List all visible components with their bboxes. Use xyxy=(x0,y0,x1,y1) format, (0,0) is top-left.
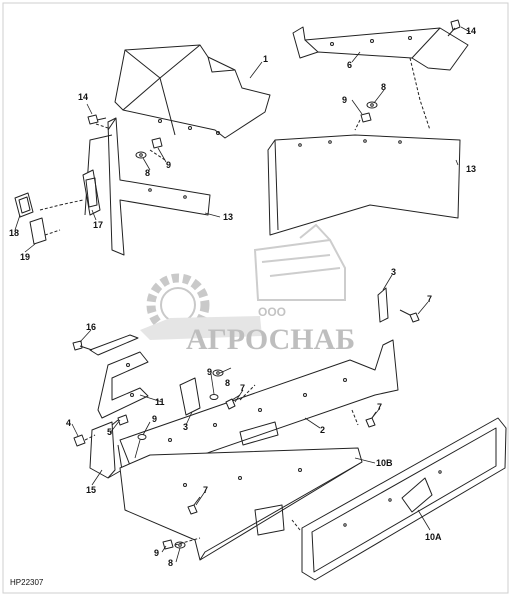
callout-7-middle: 7 xyxy=(240,383,245,393)
fastener-9-top xyxy=(360,112,372,123)
watermark: ООО АГРОСНАБ xyxy=(140,223,355,356)
part-13-rear-panel xyxy=(267,134,461,236)
callout-6: 6 xyxy=(347,60,352,70)
fastener-8-mid xyxy=(212,369,224,377)
callout-11: 11 xyxy=(155,397,165,407)
callout-3-middle: 3 xyxy=(183,422,188,432)
watermark-gear-icon xyxy=(146,273,210,337)
callout-14-left: 14 xyxy=(78,92,88,102)
fastener-9-left xyxy=(151,137,163,149)
fastener-14-top xyxy=(447,19,461,37)
part-19-plate xyxy=(29,217,47,245)
fastener-5 xyxy=(111,414,129,426)
callout-18: 18 xyxy=(9,228,19,238)
part-18-plate xyxy=(14,192,34,218)
fastener-8-left xyxy=(135,151,147,159)
callout-7-right: 7 xyxy=(427,294,432,304)
part-3-bracket-middle xyxy=(179,377,201,416)
part-11-frame xyxy=(97,351,149,419)
callout-9-bottom: 9 xyxy=(154,548,159,558)
leader-lines xyxy=(14,26,471,563)
fastener-9-left-lower xyxy=(137,434,147,440)
callout-2: 2 xyxy=(320,425,325,435)
fastener-9-mid xyxy=(209,394,219,400)
callout-10b: 10B xyxy=(376,458,393,468)
callout-8-left: 8 xyxy=(145,168,150,178)
callout-8-top: 8 xyxy=(381,82,386,92)
callout-8-middle: 8 xyxy=(225,378,230,388)
callout-13-left: 13 xyxy=(223,212,233,222)
callout-9-top: 9 xyxy=(342,95,347,105)
callout-7-bottom: 7 xyxy=(203,485,208,495)
callout-4: 4 xyxy=(66,418,71,428)
callout-9-middle: 9 xyxy=(207,367,212,377)
callout-16: 16 xyxy=(86,322,96,332)
figure-id: HP22307 xyxy=(10,578,44,587)
callout-9-lower: 9 xyxy=(152,414,157,424)
fastener-7-mid xyxy=(225,394,241,410)
callout-13-right: 13 xyxy=(466,164,476,174)
part-1-hood xyxy=(114,44,271,139)
part-2-rail xyxy=(119,339,399,479)
callout-17: 17 xyxy=(93,220,103,230)
callout-3-upper: 3 xyxy=(391,267,396,277)
callout-15: 15 xyxy=(86,485,96,495)
fastener-7-right xyxy=(399,309,420,323)
watermark-company-prefix: ООО xyxy=(258,305,286,319)
callout-1: 1 xyxy=(263,54,268,64)
callout-8-bottom: 8 xyxy=(168,558,173,568)
callout-19: 19 xyxy=(20,252,30,262)
watermark-swoosh xyxy=(140,316,262,340)
fastener-8-top xyxy=(366,101,378,109)
part-15-bracket xyxy=(89,421,123,479)
callout-7-rail: 7 xyxy=(377,402,382,412)
fastener-4 xyxy=(73,434,86,447)
part-10b-shield xyxy=(119,447,363,561)
callout-14-top: 14 xyxy=(466,26,476,36)
fastener-7-bottom xyxy=(187,496,201,515)
watermark-company-name: АГРОСНАБ xyxy=(186,323,355,356)
callout-10a: 10A xyxy=(425,532,442,542)
part-17-plate xyxy=(59,169,101,216)
diagram-border xyxy=(2,2,509,594)
callouts: 1 2 3 3 4 5 6 7 7 7 7 8 8 8 8 9 9 9 9 9 … xyxy=(9,26,476,568)
fastener-14-left xyxy=(87,114,107,125)
callout-5: 5 xyxy=(107,427,112,437)
part-10a-panel xyxy=(301,417,507,581)
part-16-bracket xyxy=(89,334,139,356)
assembly-lines xyxy=(39,119,361,546)
part-13-side-panel xyxy=(84,117,211,256)
fastener-16 xyxy=(72,340,93,351)
callout-9-left: 9 xyxy=(166,160,171,170)
watermark-harvester-icon xyxy=(253,223,346,301)
part-3-bracket-right xyxy=(377,287,389,323)
